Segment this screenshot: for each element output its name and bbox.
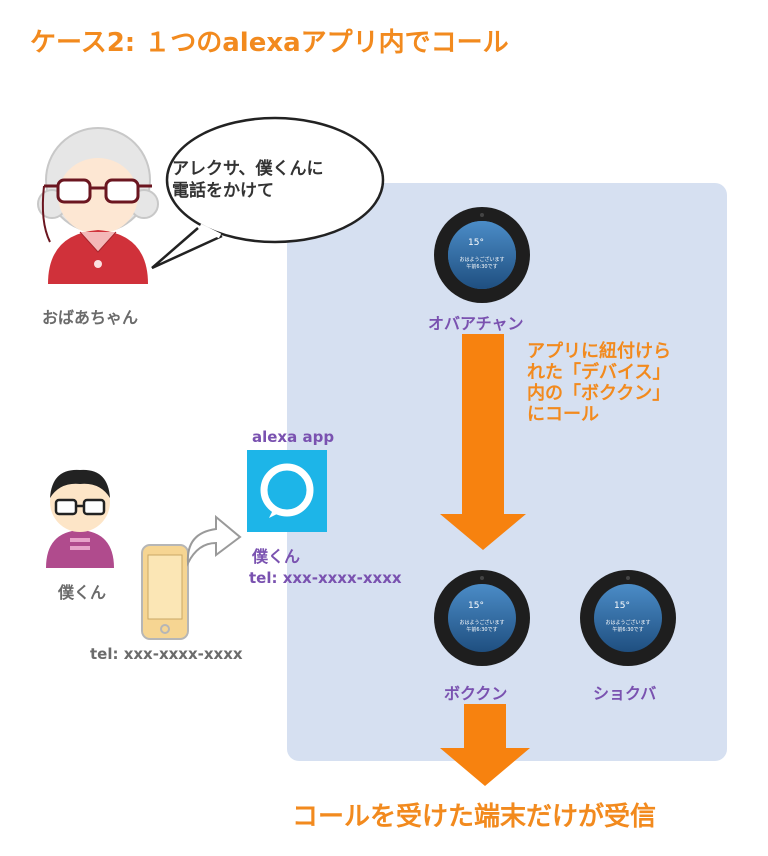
screen-line-1: おはようございます <box>605 619 650 626</box>
screen-line-2: 午前6:30です <box>612 626 643 633</box>
arrow-note: アプリに紐付けら れた「デバイス」 内の「ボククン」 にコール <box>527 341 671 425</box>
app-account-name: 僕くん <box>252 547 301 566</box>
device-label-shokuba: ショクバ <box>593 684 657 703</box>
echo-spot-bokkun-icon: 15° おはようございます 午前6:30です <box>434 570 530 666</box>
arrow-note-line-3: 内の「ボククン」 <box>527 383 671 404</box>
page-title: ケース2: １つのalexaアプリ内でコール <box>30 28 509 58</box>
alexa-app-icon[interactable] <box>247 450 327 532</box>
boy-label: 僕くん <box>58 583 107 602</box>
screen-temp: 15° <box>468 238 484 248</box>
down-arrow-icon <box>440 334 526 550</box>
screen-temp: 15° <box>468 601 484 611</box>
speech-line-2: 電話をかけて <box>172 181 274 201</box>
speech-text: アレクサ、僕くんに 電話をかけて <box>172 158 323 202</box>
boy-phone-tel: tel: xxx-xxxx-xxxx <box>90 645 243 663</box>
down-arrow-bottom-icon <box>440 704 530 786</box>
footer-caption: コールを受けた端末だけが受信 <box>292 802 657 832</box>
echo-spot-shokuba-icon: 15° おはようございます 午前6:30です <box>580 570 676 666</box>
grandma-label: おばあちゃん <box>42 308 139 327</box>
screen-line-1: おはようございます <box>459 256 504 263</box>
arrow-note-line-2: れた「デバイス」 <box>527 362 671 383</box>
grandma-avatar-icon <box>37 127 159 284</box>
arrow-note-line-1: アプリに紐付けら <box>527 341 671 362</box>
boy-avatar-icon <box>46 469 114 568</box>
device-label-top: オバアチャン <box>428 314 524 333</box>
arrow-note-line-4: にコール <box>527 404 599 425</box>
speech-line-1: アレクサ、僕くんに <box>172 159 324 179</box>
app-account-tel: tel: xxx-xxxx-xxxx <box>249 569 402 587</box>
screen-temp: 15° <box>614 601 630 611</box>
echo-spot-top-icon: 15° おはようございます 午前6:30です <box>434 207 530 303</box>
smartphone-icon <box>141 544 189 640</box>
app-name: alexa app <box>252 428 335 446</box>
device-label-bokkun: ボククン <box>444 684 508 703</box>
screen-line-2: 午前6:30です <box>466 263 497 270</box>
share-arrow-icon <box>186 514 242 567</box>
screen-line-2: 午前6:30です <box>466 626 497 633</box>
screen-line-1: おはようございます <box>459 619 504 626</box>
speech-bubble-icon <box>151 116 385 270</box>
